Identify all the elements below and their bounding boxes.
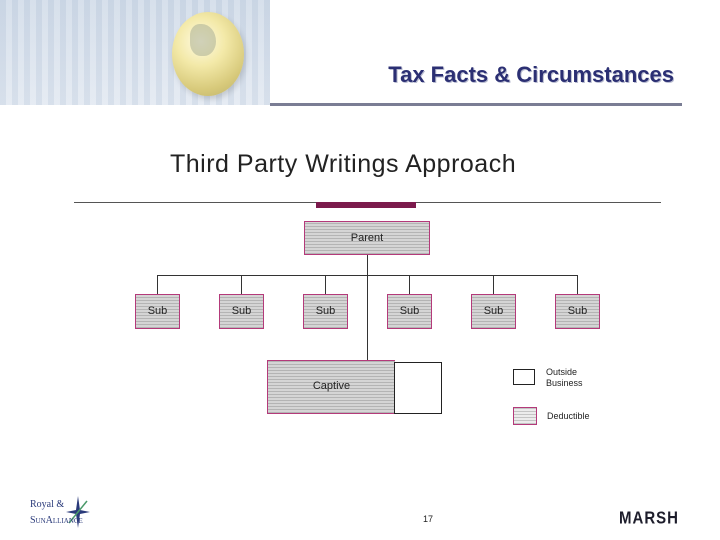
connector-sub-2 — [241, 275, 242, 294]
parent-node: Parent — [304, 221, 430, 255]
sub-node-3: Sub — [303, 294, 348, 329]
royal-sunalliance-logo: Royal & SunAlliance — [30, 496, 142, 530]
sub-node-2: Sub — [219, 294, 264, 329]
page-number: 17 — [423, 514, 434, 524]
logo-left-line2: SunAlliance — [30, 515, 83, 526]
sub-node-5: Sub — [471, 294, 516, 329]
sub-node-1: Sub — [135, 294, 180, 329]
logo-left-line1: Royal & — [30, 499, 65, 510]
connector-sub-5 — [493, 275, 494, 294]
diagram-subtitle: Third Party Writings Approach — [170, 150, 517, 178]
subtitle-accent-bar — [316, 202, 416, 208]
header-rule — [270, 103, 682, 106]
connector-sub-6 — [577, 275, 578, 294]
connector-sub-4 — [409, 275, 410, 294]
compass-star-icon — [66, 496, 90, 528]
legend-deductible-label: Deductible — [547, 411, 590, 421]
marsh-logo: MARSH — [619, 508, 679, 529]
legend-outside-swatch — [513, 369, 535, 385]
legend-deductible-swatch — [513, 407, 537, 425]
globe-landmass — [190, 24, 216, 56]
connector-sub-3 — [325, 275, 326, 294]
sub-node-6: Sub — [555, 294, 600, 329]
captive-outside-business-segment — [394, 362, 442, 414]
slide-title: Tax Facts & Circumstances — [388, 62, 674, 87]
connector-parent-down — [367, 255, 368, 362]
captive-node: Captive — [267, 360, 395, 414]
legend-outside-label: Outside Business — [546, 367, 583, 388]
sub-node-4: Sub — [387, 294, 432, 329]
connector-sub-1 — [157, 275, 158, 294]
connector-horizontal — [157, 275, 578, 276]
